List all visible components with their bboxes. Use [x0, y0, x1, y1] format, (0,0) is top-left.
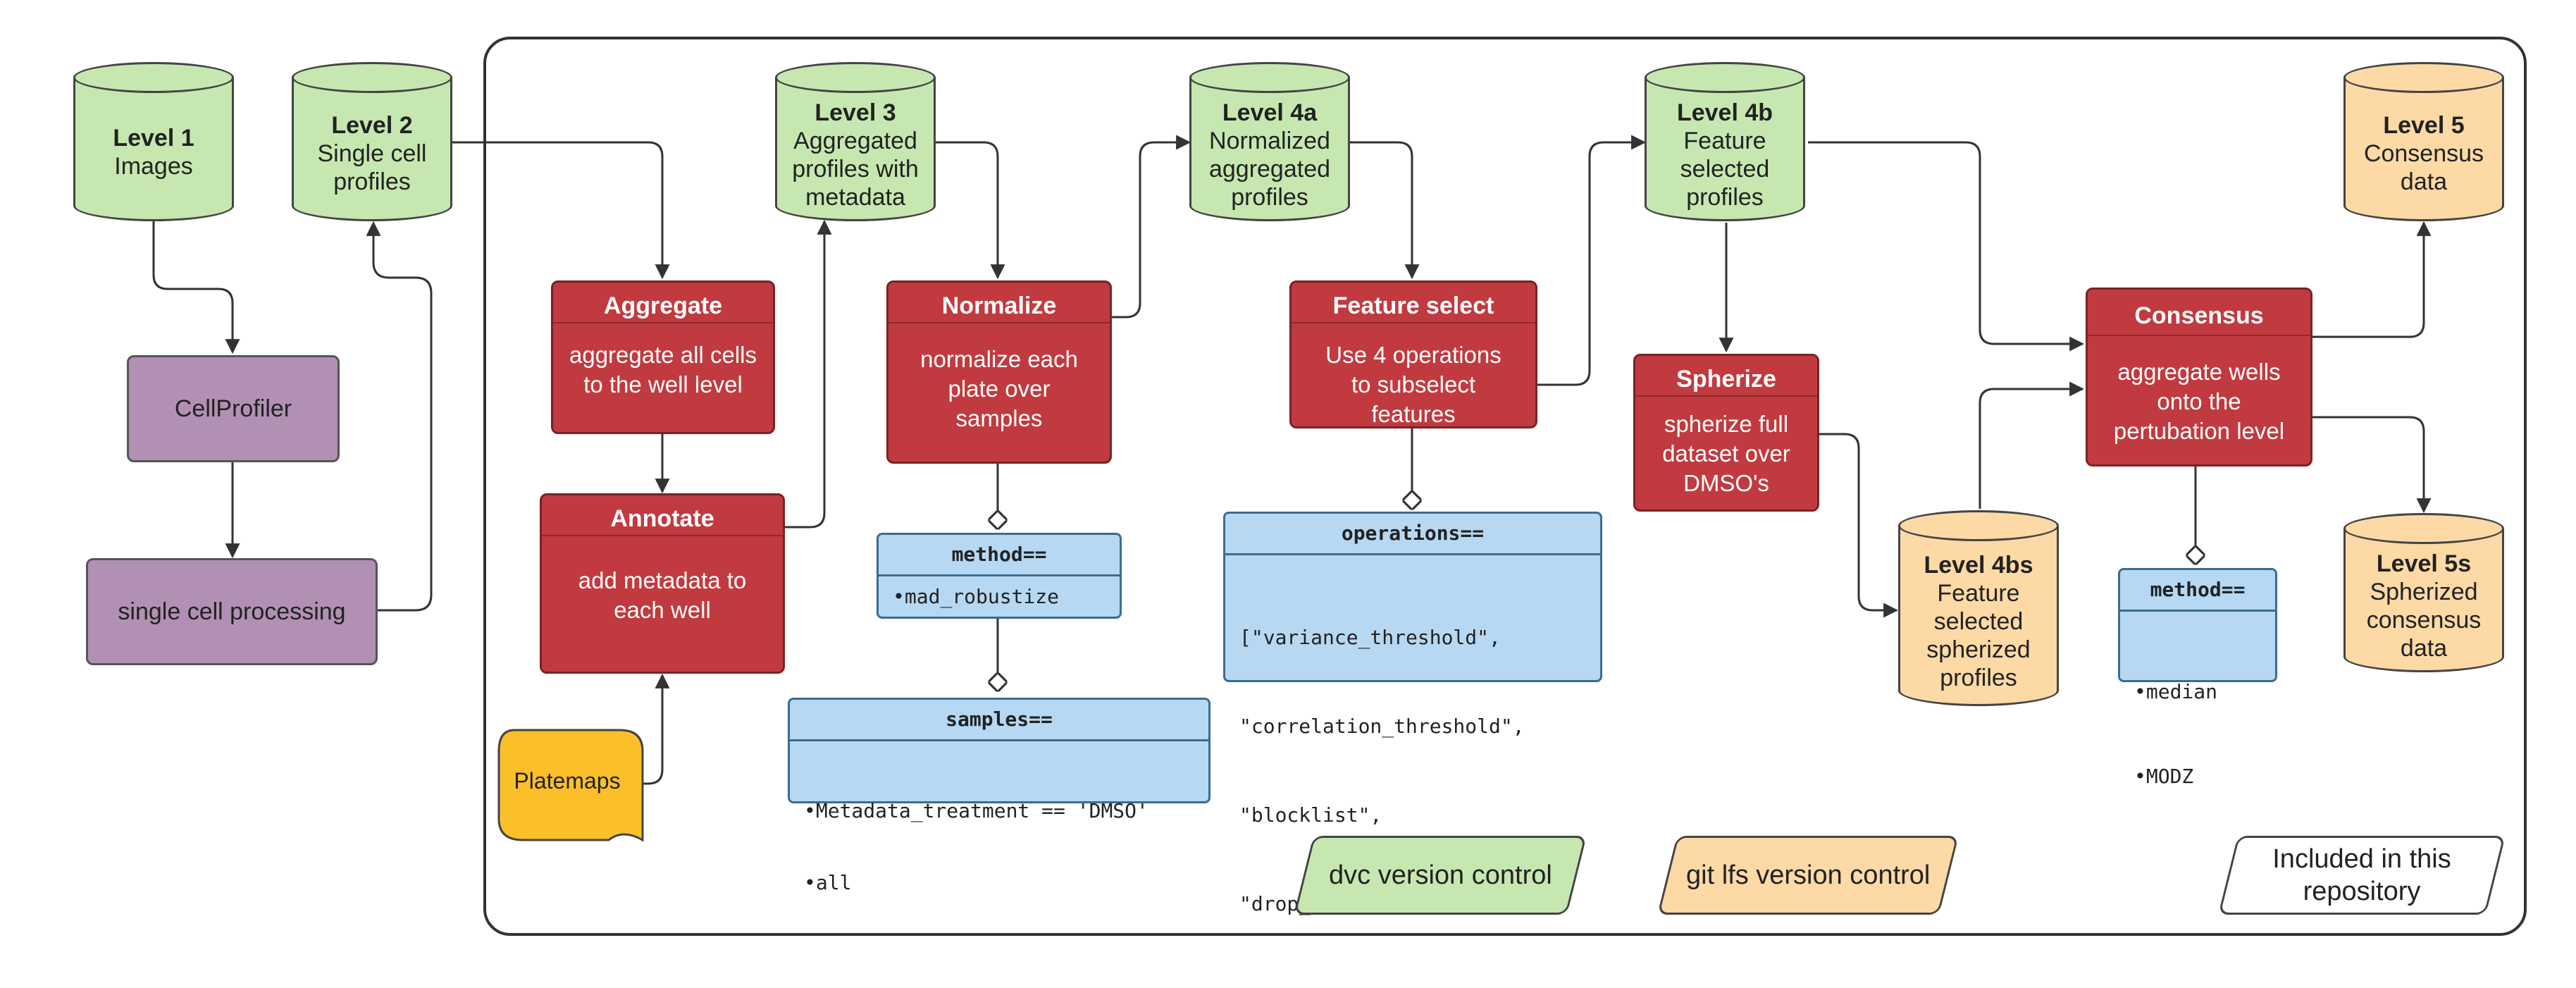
legend-dvc: dvc version control — [1294, 836, 1587, 915]
level5s-title: Level 5s — [2376, 550, 2472, 577]
aggregate-desc: aggregate all cells to the well level — [569, 342, 757, 397]
operations-head: operations== — [1225, 514, 1600, 555]
feature-select-desc: Use 4 operations to subselect features — [1325, 342, 1501, 427]
legend-gitlfs: git lfs version control — [1657, 836, 1959, 915]
feature-select-box: Feature select Use 4 operations to subse… — [1289, 280, 1537, 428]
edge-l4a-featureselect — [1350, 141, 1420, 280]
edge-l4bs-consensus — [1979, 381, 2085, 509]
edge-annotate-l3 — [785, 219, 832, 529]
level4bs-title: Level 4bs — [1924, 552, 2033, 579]
aggregate-title: Aggregate — [553, 283, 773, 323]
level4bs-sub: Feature selected spherized profiles — [1926, 580, 2031, 691]
level4b-title: Level 4b — [1676, 99, 1773, 126]
platemaps-label: Platemaps — [514, 768, 621, 794]
edge-platemaps-annotate — [643, 673, 670, 785]
operations-param: operations== ["variance_threshold", "cor… — [1223, 512, 1602, 915]
level5s-sub: Spherized consensus data — [2366, 579, 2482, 662]
legend-repository: Included in this repository — [2218, 836, 2506, 915]
level5-sub: Consensus data — [2363, 140, 2484, 195]
consensus-title: Consensus — [2088, 290, 2310, 336]
single-cell-processing-label: single cell processing — [118, 598, 346, 625]
spherize-title: Spherize — [1635, 356, 1817, 397]
repository-boundary — [483, 37, 2527, 936]
consensus-method-head: method== — [2120, 570, 2275, 612]
normalize-desc: normalize each plate over samples — [920, 346, 1078, 431]
consensus-desc: aggregate wells onto the pertubation lev… — [2113, 359, 2285, 444]
spherize-box: Spherize spherize full dataset over DMSO… — [1633, 354, 1819, 512]
edge-l1-cellprofiler — [152, 220, 240, 354]
consensus-method-modz: MODZ — [2134, 762, 2261, 791]
level1-title: Level 1 — [113, 125, 194, 152]
level5-title: Level 5 — [2383, 112, 2465, 139]
legend-repository-label: Included in this repository — [2272, 844, 2451, 906]
level2-sub: Single cell profiles — [317, 140, 427, 195]
samples-value-dmso: Metadata_treatment == 'DMSO' — [804, 799, 1194, 823]
annotate-title: Annotate — [542, 495, 783, 536]
cellprofiler-box: CellProfiler — [127, 355, 340, 462]
level4a-title: Level 4a — [1222, 99, 1318, 126]
normalize-method-value: mad_robustize — [893, 585, 1106, 609]
single-cell-processing-box: single cell processing — [86, 558, 378, 665]
level3-sub: Aggregated profiles with metadata — [792, 128, 919, 211]
consensus-method-median: median — [2134, 678, 2261, 706]
operations-line-3: "blocklist", — [1239, 803, 1382, 827]
feature-select-title: Feature select — [1292, 283, 1535, 323]
consensus-method-param: method== median MODZ — [2118, 568, 2277, 788]
annotate-box: Annotate add metadata to each well — [540, 493, 785, 674]
edge-l4b-consensus — [1808, 141, 2085, 352]
edge-scp-l2 — [366, 221, 433, 612]
level1-sub: Images — [114, 153, 193, 180]
spherize-desc: spherize full dataset over DMSO's — [1662, 411, 1790, 496]
samples-param: samples== Metadata_treatment == 'DMSO' a… — [788, 698, 1210, 894]
consensus-box: Consensus aggregate wells onto the pertu… — [2086, 288, 2312, 467]
level2-title: Level 2 — [331, 112, 413, 139]
legend-dvc-label: dvc version control — [1328, 860, 1552, 890]
samples-head: samples== — [790, 700, 1208, 741]
edge-normalize-l4a — [1112, 135, 1191, 319]
normalize-box: Normalize normalize each plate over samp… — [886, 280, 1112, 464]
normalize-method-param: method== mad_robustize — [877, 533, 1122, 619]
edge-l2-aggregate — [452, 141, 670, 280]
normalize-title: Normalize — [888, 283, 1110, 323]
operations-line-1: ["variance_threshold", — [1239, 626, 1501, 649]
annotate-desc: add metadata to each well — [578, 567, 747, 623]
aggregate-box: Aggregate aggregate all cells to the wel… — [551, 280, 775, 434]
edge-consensus-l5 — [2312, 221, 2432, 338]
legend-gitlfs-label: git lfs version control — [1685, 860, 1931, 890]
level4b-sub: Feature selected profiles — [1680, 128, 1770, 211]
level4a-sub: Normalized aggregated profiles — [1208, 128, 1331, 211]
edge-spherize-l4bs — [1819, 433, 1899, 618]
level3-title: Level 3 — [815, 99, 896, 126]
operations-line-2: "correlation_threshold", — [1239, 715, 1525, 738]
cellprofiler-label: CellProfiler — [174, 395, 292, 422]
edge-consensus-l5s — [2312, 416, 2432, 514]
normalize-method-head: method== — [879, 535, 1120, 576]
edge-l3-normalize — [936, 141, 1005, 280]
edge-featureselect-l4b — [1537, 135, 1647, 386]
samples-value-all: all — [804, 871, 1194, 895]
